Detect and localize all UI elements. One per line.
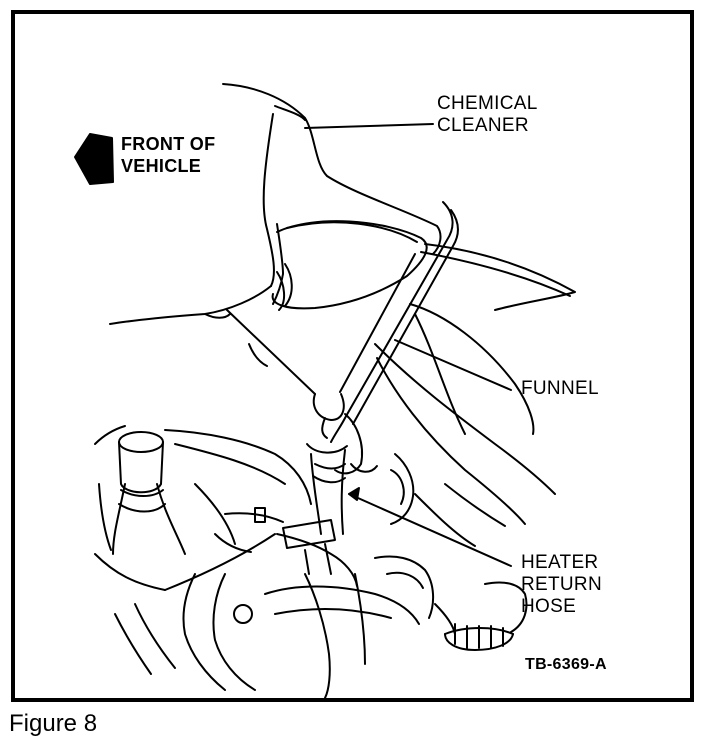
funnel-label: FUNNEL bbox=[521, 378, 599, 399]
funnel bbox=[226, 220, 428, 439]
front-of-vehicle-label-line2: VEHICLE bbox=[121, 156, 202, 176]
leader-funnel bbox=[394, 339, 512, 391]
left-arrow-icon bbox=[74, 133, 114, 185]
leader-heater-return-hose bbox=[348, 493, 512, 567]
engine-block bbox=[94, 425, 435, 698]
leader-chemical-cleaner bbox=[304, 123, 434, 129]
heater-return-hose-label-line2: RETURN bbox=[521, 574, 602, 595]
reservoir-cap bbox=[112, 431, 186, 555]
chemical-cleaner-bottle bbox=[109, 83, 442, 325]
heater-return-hose bbox=[306, 413, 378, 535]
front-of-vehicle-label-line1: FRONT OF bbox=[121, 134, 216, 154]
reference-code: TB-6369-A bbox=[525, 656, 607, 673]
hood-lines bbox=[374, 243, 576, 525]
chemical-cleaner-label-line1: CHEMICAL bbox=[437, 93, 538, 114]
chemical-cleaner-label-line2: CLEANER bbox=[437, 115, 529, 136]
sensor-assembly bbox=[390, 453, 528, 651]
engine-bay-illustration bbox=[74, 83, 576, 698]
vent-tube bbox=[330, 201, 454, 443]
heater-return-hose-label-line1: HEATER bbox=[521, 552, 599, 573]
figure-caption: Figure 8 bbox=[9, 710, 98, 737]
heater-return-hose-label-line3: HOSE bbox=[521, 596, 577, 617]
diagram-frame: FRONT OF VEHICLE CHEMICAL CLEANER FUNNEL… bbox=[11, 10, 694, 702]
